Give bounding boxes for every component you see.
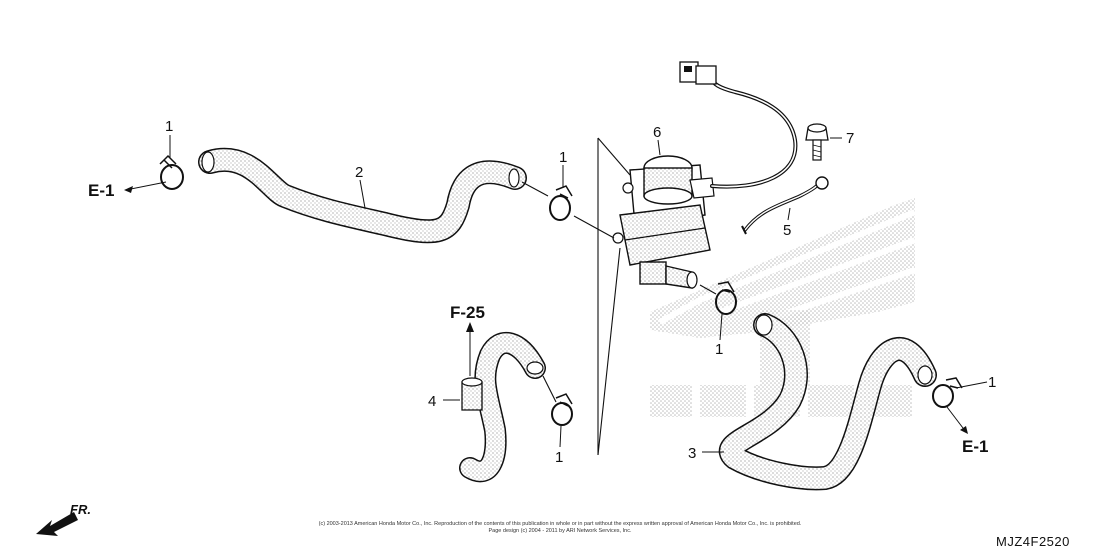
callout-3: 3 xyxy=(688,445,696,462)
copyright-line-2: Page design (c) 2004 - 2011 by ARI Netwo… xyxy=(488,528,632,534)
hose-clamp[interactable] xyxy=(549,185,573,221)
hose-clamp[interactable] xyxy=(551,393,573,426)
callout-1-lower-middle: 1 xyxy=(555,449,563,466)
ref-e1-right: E-1 xyxy=(962,437,988,456)
hose-clamp[interactable] xyxy=(932,377,963,408)
hose-clamp[interactable] xyxy=(715,281,737,315)
callout-1-valve-outlet: 1 xyxy=(715,341,723,358)
callout-6: 6 xyxy=(653,124,661,141)
front-direction-arrow-icon xyxy=(36,512,78,536)
front-direction-label: FR. xyxy=(70,502,91,517)
callout-5: 5 xyxy=(783,222,791,239)
valve-wire-harness[interactable] xyxy=(679,61,798,189)
callout-leaders xyxy=(169,135,988,453)
copyright-line-1: (c) 2003-2013 American Honda Motor Co., … xyxy=(318,521,802,527)
callout-2: 2 xyxy=(355,164,363,181)
callout-1-upper-middle: 1 xyxy=(559,149,567,166)
bolt-7[interactable] xyxy=(805,123,829,161)
ref-arrow-e1-right xyxy=(946,406,968,434)
diagram-code: MJZ4F2520 xyxy=(996,534,1070,549)
callout-1-right: 1 xyxy=(988,374,996,391)
ref-e1-left: E-1 xyxy=(88,181,114,200)
air-suction-valve-6[interactable] xyxy=(612,155,715,289)
callout-7: 7 xyxy=(846,130,854,147)
callout-1-upper-left: 1 xyxy=(165,118,173,135)
hose-3[interactable] xyxy=(719,313,937,491)
copyright-notice: (c) 2003-2013 American Honda Motor Co., … xyxy=(310,521,810,535)
ref-f25: F-25 xyxy=(450,303,485,322)
hose-2[interactable] xyxy=(198,147,527,244)
stay-bracket-5[interactable] xyxy=(741,176,829,235)
ref-arrow-e1-left xyxy=(124,181,167,193)
hose-4[interactable] xyxy=(459,331,546,483)
assembly-guide-lines xyxy=(521,137,717,456)
ref-arrow-f25 xyxy=(466,322,474,376)
hose-clamp[interactable] xyxy=(159,154,184,190)
callout-4: 4 xyxy=(428,393,436,410)
